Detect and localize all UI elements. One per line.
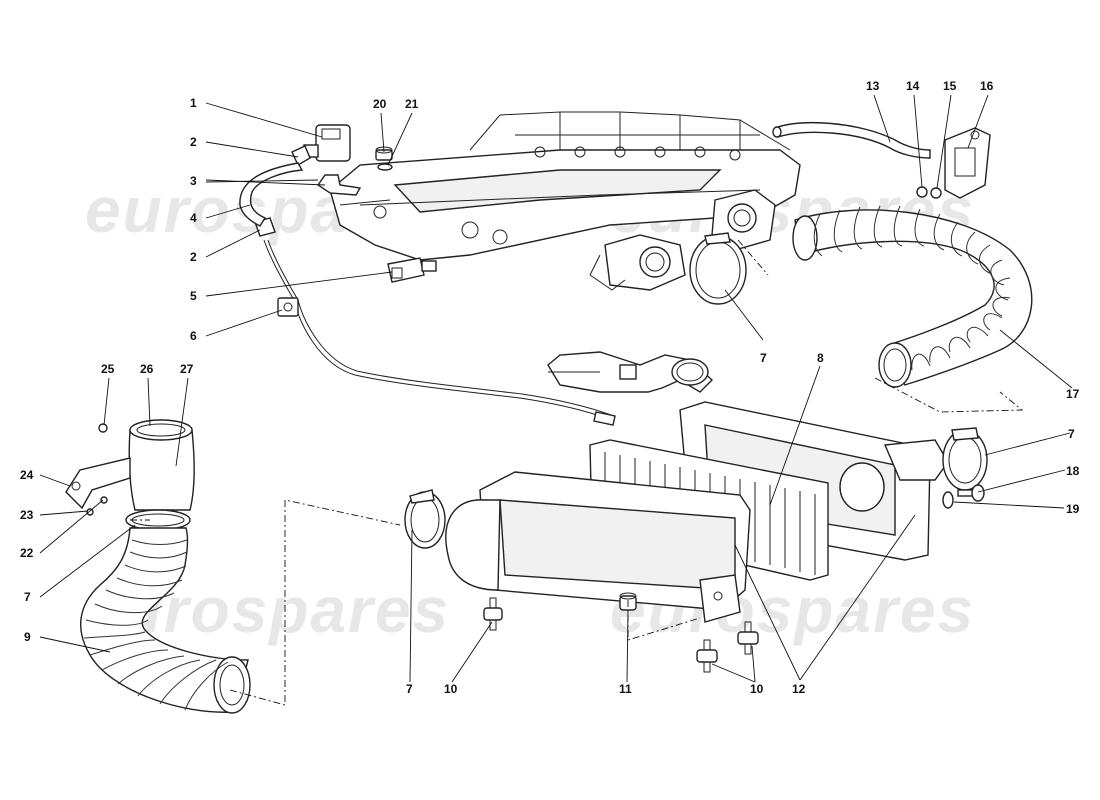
callout-7-bottom: 7 xyxy=(406,682,413,696)
bolt-part-18 xyxy=(957,484,985,502)
corrugated-hose-part-17 xyxy=(792,205,1033,388)
washer-part-19 xyxy=(942,491,954,509)
callout-16: 16 xyxy=(980,79,994,93)
callout-15: 15 xyxy=(943,79,957,93)
callout-24: 24 xyxy=(20,468,34,482)
callout-19: 19 xyxy=(1066,502,1080,516)
callout-26: 26 xyxy=(140,362,154,376)
callout-1: 1 xyxy=(190,96,197,110)
washer-part-15 xyxy=(930,187,942,199)
cable-part-6 xyxy=(263,239,616,426)
nut-part-14 xyxy=(916,186,928,198)
hose-clamp-part-7-right-box xyxy=(942,427,988,491)
callout-21: 21 xyxy=(405,97,419,111)
sensor-part-1 xyxy=(303,124,351,162)
callout-23: 23 xyxy=(20,508,34,522)
callout-13: 13 xyxy=(866,79,880,93)
callout-4: 4 xyxy=(190,211,197,225)
callout-6: 6 xyxy=(190,329,197,343)
callout-18: 18 xyxy=(1066,464,1080,478)
air-filter-box-part-12-front xyxy=(445,471,751,623)
rubber-mount-part-10-right-a xyxy=(696,639,718,673)
hose-part-13 xyxy=(772,121,931,159)
callout-14: 14 xyxy=(906,79,920,93)
hose-clamp-part-7-left-box xyxy=(404,489,446,549)
callout-11: 11 xyxy=(619,682,632,696)
callout-12: 12 xyxy=(792,682,806,696)
callout-9: 9 xyxy=(24,630,31,644)
callout-20: 20 xyxy=(373,97,387,111)
corrugated-hose-part-9 xyxy=(80,527,251,714)
throttle-adapter-part-26 xyxy=(128,419,195,511)
callout-7-throttle: 7 xyxy=(760,351,767,365)
hose-connector xyxy=(547,351,714,393)
callout-2-upper: 2 xyxy=(190,135,197,149)
callout-22: 22 xyxy=(20,546,34,560)
dashed-line-17-7 xyxy=(874,377,1024,413)
rubber-mount-part-10-right-b xyxy=(737,621,759,655)
leader-lines xyxy=(39,94,1073,683)
screw-part-25 xyxy=(98,423,108,433)
callout-10-left: 10 xyxy=(444,682,458,696)
callout-5: 5 xyxy=(190,289,197,303)
callout-7-left: 7 xyxy=(24,590,31,604)
bracket-part-24 xyxy=(65,457,131,510)
throttle-body-left xyxy=(589,234,686,291)
callout-labels: 1 2 3 4 2 5 6 20 21 7 8 13 14 15 16 17 7… xyxy=(20,79,1080,696)
callout-7-right: 7 xyxy=(1068,427,1075,441)
washer-part-21 xyxy=(377,163,393,171)
hose-clamp-part-7-top xyxy=(689,232,747,305)
dashed-line-lower-left xyxy=(229,499,401,706)
callout-17: 17 xyxy=(1066,387,1080,401)
callout-27: 27 xyxy=(180,362,194,376)
callout-8: 8 xyxy=(817,351,824,365)
callout-10-right: 10 xyxy=(750,682,764,696)
nut-part-22 xyxy=(100,496,108,504)
rubber-mount-part-10-left xyxy=(483,597,503,631)
clip-part-2-upper xyxy=(291,145,311,166)
bracket-part-3 xyxy=(317,174,362,196)
callout-3: 3 xyxy=(190,174,197,188)
temperature-sensor-part-5 xyxy=(387,257,437,283)
callout-2-lower: 2 xyxy=(190,250,197,264)
callout-25: 25 xyxy=(101,362,115,376)
pressure-sensor-part-16 xyxy=(944,127,991,199)
screw-part-23 xyxy=(86,508,94,516)
